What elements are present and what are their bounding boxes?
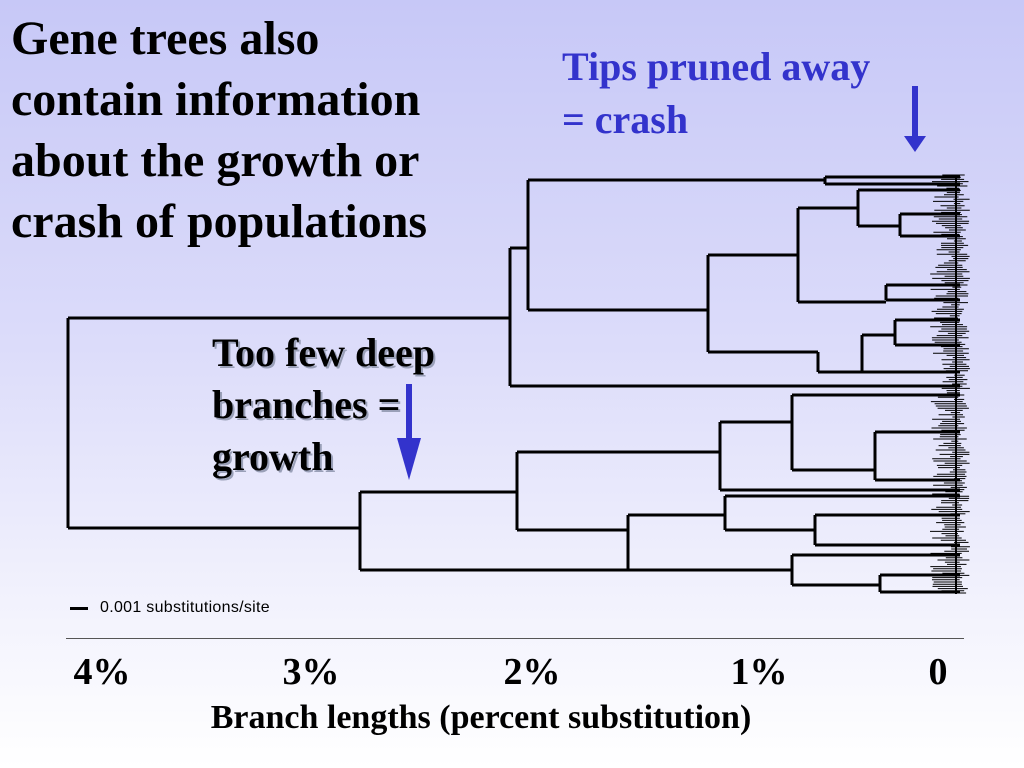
growth-annotation: Too few deep branches = growth [212,330,435,479]
crash-arrow-icon [904,86,926,152]
scale-bar [70,607,88,610]
axis-tick-3pct: 3% [282,651,340,693]
axis-line [66,638,964,639]
crash-annotation: Tips pruned away = crash [562,44,871,142]
slide-title: Gene trees also contain information abou… [11,12,428,248]
axis-tick-4pct: 4% [73,651,131,693]
axis-tick-0: 0 [928,651,948,693]
scale-label: 0.001 substitutions/site [100,599,270,616]
axis-title: Branch lengths (percent substitution) [210,699,752,736]
growth-arrow-icon [397,384,421,480]
axis-tick-2pct: 2% [503,651,561,693]
axis-tick-1pct: 1% [730,651,788,693]
